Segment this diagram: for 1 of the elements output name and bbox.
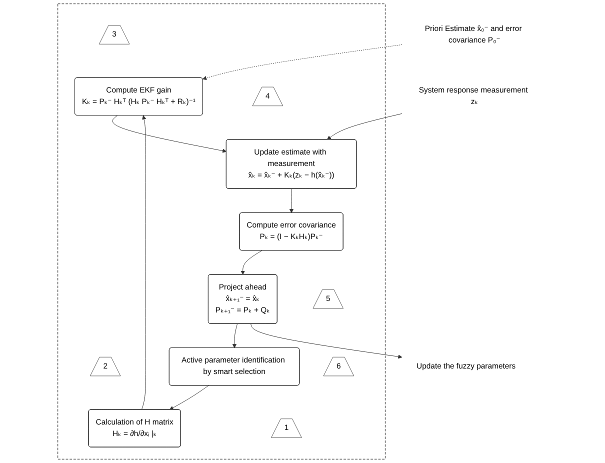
cluster <box>58 4 386 460</box>
